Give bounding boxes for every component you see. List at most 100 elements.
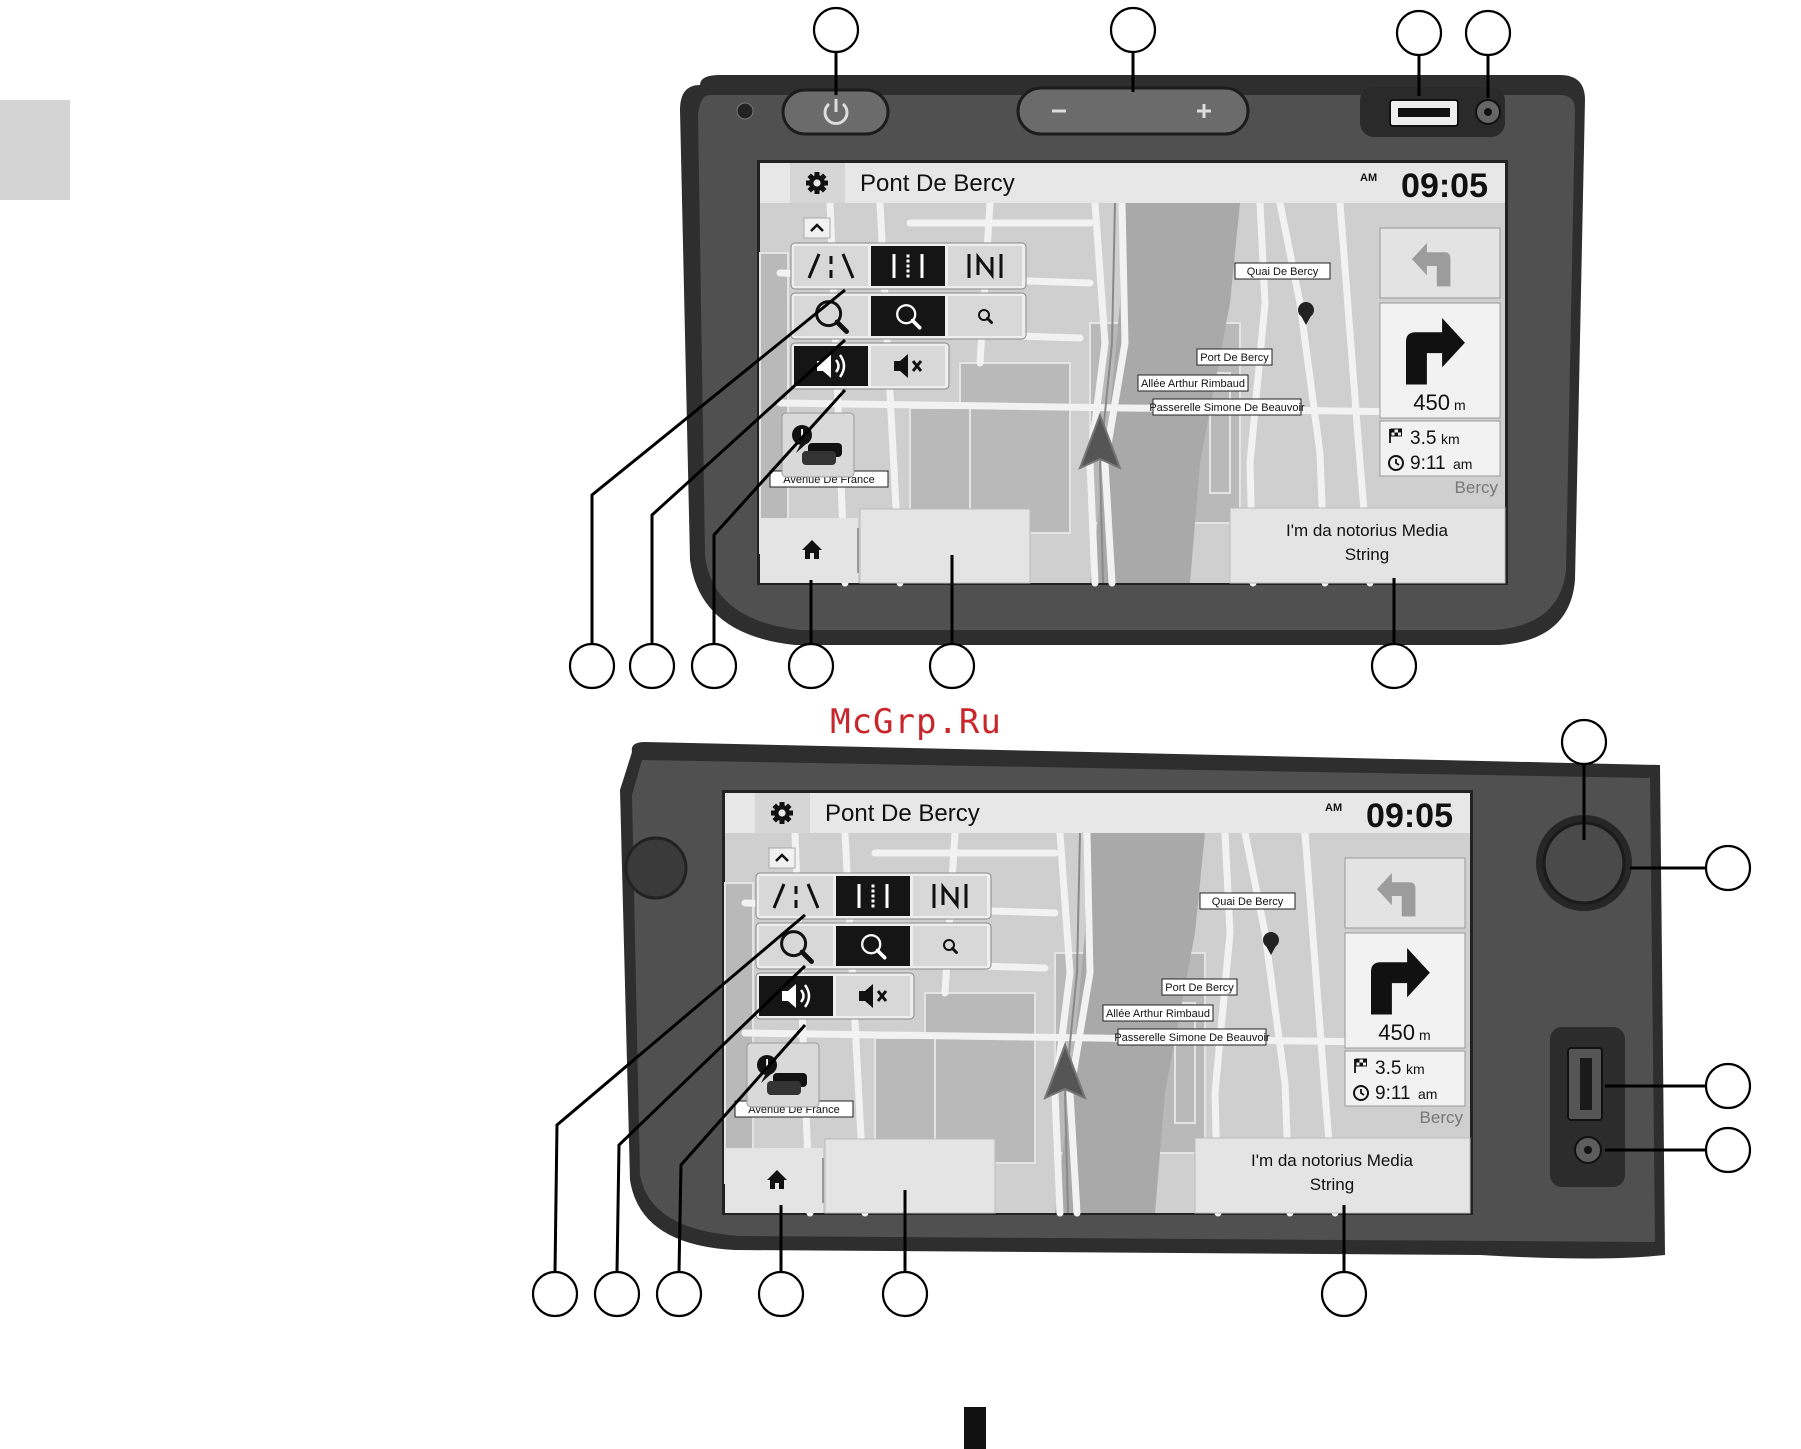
left-blank-button[interactable]: [624, 836, 688, 900]
building-block: [924, 992, 1036, 1164]
leader-line: [553, 913, 806, 1273]
road-edge: [841, 253, 855, 279]
view-mode-button[interactable]: [871, 246, 945, 286]
remaining-distance: 3.5: [1375, 1058, 1401, 1079]
map-label-text: Allée Arthur Rimbaud: [1141, 378, 1245, 390]
handle: [951, 947, 958, 954]
clock: 09:05: [1401, 167, 1488, 205]
shortcut-button[interactable]: [859, 508, 1031, 584]
map-label-text: Quai De Bercy: [1212, 896, 1284, 908]
callout-circle: [655, 1270, 703, 1318]
view-mode-button[interactable]: [948, 246, 1022, 286]
callout-circle: [1320, 1270, 1368, 1318]
power-button[interactable]: [781, 88, 890, 136]
traffic-info-button[interactable]: [746, 1042, 820, 1108]
sensor-icon: [736, 102, 754, 120]
map-label-text: Port De Bercy: [1200, 352, 1269, 364]
zoom-small-icon: [978, 309, 993, 324]
view-mode-button[interactable]: [836, 876, 910, 916]
speaker-on-icon: [817, 354, 846, 378]
turn-left-icon: [1412, 243, 1451, 287]
zoom-button-bg: [836, 926, 910, 966]
view-mode-button[interactable]: [794, 246, 868, 286]
callout-circle: [531, 1270, 579, 1318]
flag-frame: [1355, 1058, 1367, 1067]
mute-cross: [911, 360, 923, 372]
handle: [910, 318, 922, 330]
map-road: [776, 399, 1484, 417]
zoom-button[interactable]: [948, 296, 1022, 336]
usb-port-icon[interactable]: [1389, 99, 1459, 127]
turn-right-icon: [1371, 948, 1430, 1015]
sound-wave: [834, 359, 840, 373]
speaker-body: [859, 984, 873, 1008]
home-button[interactable]: [725, 1148, 823, 1213]
arrow-shape: [1371, 948, 1430, 1015]
road-dash: [906, 274, 910, 278]
settings-button[interactable]: [790, 163, 845, 203]
map-label-box: [1161, 978, 1238, 996]
map-label: Quai De Bercy: [1199, 892, 1296, 910]
power-icon: [823, 99, 849, 125]
pin-tail: [1300, 314, 1312, 325]
sound-button[interactable]: [836, 976, 910, 1016]
vehicle-position-icon: [1078, 412, 1122, 470]
callout: [812, 6, 860, 95]
media-title-line2: String: [1310, 1175, 1354, 1194]
map-label-box: [1234, 262, 1331, 280]
car-body: [767, 1081, 801, 1095]
collapse-button[interactable]: [768, 847, 796, 869]
settings-button[interactable]: [755, 793, 810, 833]
map-label-text: Port De Bercy: [1165, 982, 1234, 994]
map-label-box: [1199, 892, 1296, 910]
map-label: Port De Bercy: [1161, 978, 1238, 996]
gear-hole: [778, 809, 786, 817]
collapse-button-bg: [768, 847, 796, 869]
road-dash: [871, 899, 875, 903]
sound-button[interactable]: [759, 976, 833, 1016]
arrival-period: am: [1418, 1086, 1437, 1102]
page-marker: [964, 1407, 986, 1449]
map-label: Passerelle Simone De Beauvoir: [1149, 398, 1305, 416]
view-mode-button[interactable]: [913, 876, 987, 916]
callout: [1109, 6, 1157, 92]
view-mode-button[interactable]: [759, 876, 833, 916]
speaker-on-icon: [782, 984, 811, 1008]
callout: [881, 1190, 929, 1318]
zoom-medium-icon: [861, 934, 887, 960]
zoom-button[interactable]: [759, 926, 833, 966]
sound-group: [755, 972, 915, 1020]
home-button[interactable]: [760, 518, 858, 583]
volume-rocker[interactable]: [1016, 86, 1250, 136]
jack-port-icon[interactable]: [1475, 99, 1501, 125]
callout-circle: [1560, 718, 1608, 766]
traffic-info-button[interactable]: [781, 412, 855, 478]
jack-port-icon[interactable]: [1574, 1136, 1602, 1164]
view-mode-group: [755, 872, 992, 920]
clock-hands: [1395, 459, 1400, 466]
callout-circle: [628, 642, 676, 690]
zoom-button[interactable]: [836, 926, 910, 966]
callout-circle: [1370, 642, 1418, 690]
callout: [655, 1024, 807, 1318]
rotary-knob-icon[interactable]: [1536, 815, 1632, 911]
zoom-group: [790, 292, 1027, 340]
shortcut-button[interactable]: [824, 1138, 996, 1214]
zoom-button[interactable]: [871, 296, 945, 336]
mute-cross: [876, 990, 888, 1002]
media-banner-bg: [1229, 507, 1506, 584]
route-centerline: [1098, 202, 1116, 584]
road-name: Pont De Bercy: [860, 170, 1015, 197]
flag-icon: [1389, 428, 1402, 443]
usb-port-icon[interactable]: [1567, 1047, 1603, 1121]
map-label-box: [1152, 398, 1302, 416]
zoom-button[interactable]: [913, 926, 987, 966]
collapse-button[interactable]: [803, 217, 831, 239]
sound-button[interactable]: [871, 346, 945, 386]
map-label-text: Passerelle Simone De Beauvoir: [1149, 402, 1305, 414]
